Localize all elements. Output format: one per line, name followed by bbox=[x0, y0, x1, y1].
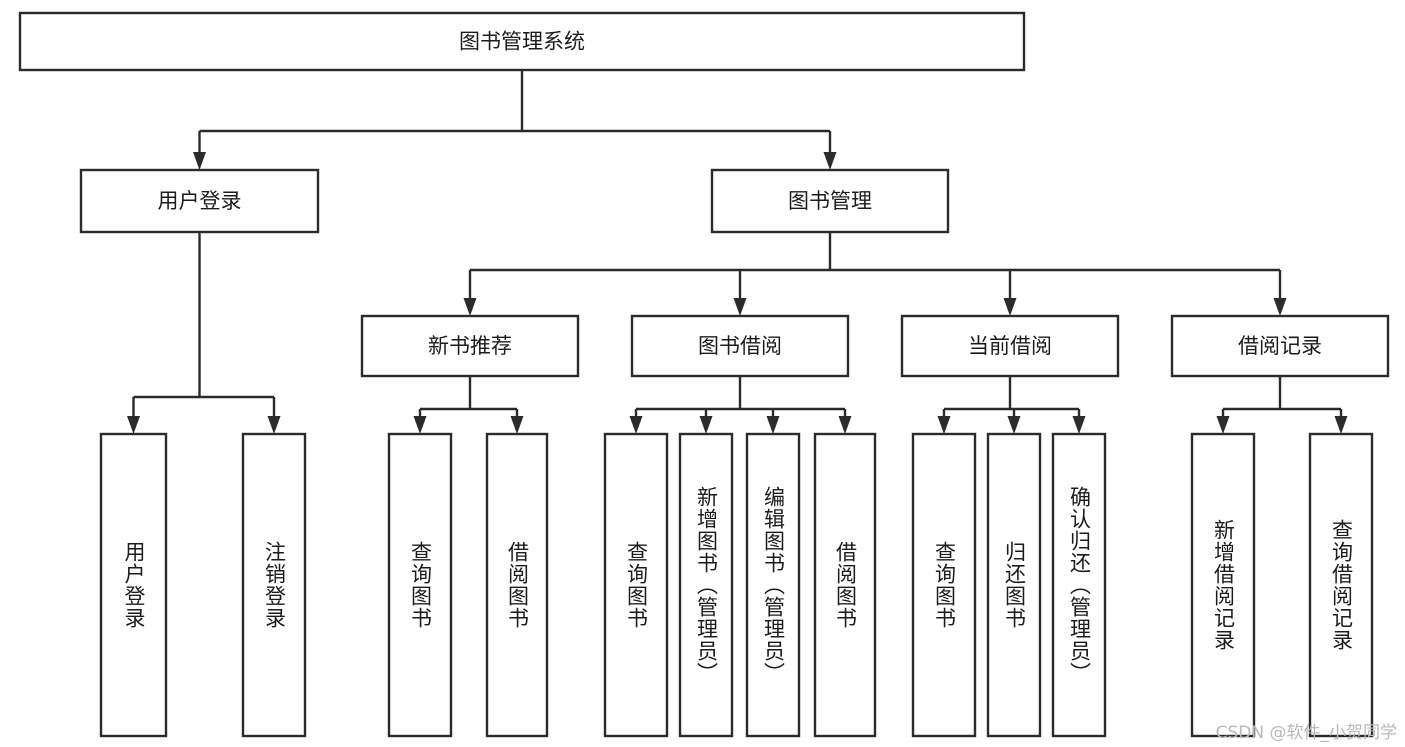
node-label: 图书管理系统 bbox=[459, 30, 585, 54]
node-new-book-rec[interactable]: 新书推荐 bbox=[360, 314, 580, 378]
node-leaf-return-book[interactable] bbox=[986, 432, 1042, 738]
node-book-borrow[interactable]: 图书借阅 bbox=[630, 314, 850, 378]
node-leaf-confirm-return-admin[interactable] bbox=[1051, 432, 1107, 738]
arrow-head-icon bbox=[699, 416, 713, 434]
arrow-head-icon bbox=[1273, 298, 1287, 316]
node-root[interactable]: 图书管理系统 bbox=[18, 11, 1026, 72]
arrow-head-icon bbox=[1216, 416, 1230, 434]
node-leaf-borrow-book-1[interactable] bbox=[485, 432, 549, 738]
node-current-borrow[interactable]: 当前借阅 bbox=[900, 314, 1120, 378]
node-leaf-edit-book-admin[interactable] bbox=[745, 432, 801, 738]
arrow-head-icon bbox=[733, 298, 747, 316]
node-label: 借阅记录 bbox=[1238, 334, 1322, 358]
arrow-head-icon bbox=[510, 416, 524, 434]
arrow-head-icon bbox=[193, 152, 206, 170]
arrow-head-icon bbox=[1072, 416, 1086, 434]
node-label: 图书管理 bbox=[788, 189, 872, 213]
node-leaf-query-book-3[interactable] bbox=[911, 432, 977, 738]
csdn-watermark: CSDN @软件_小贺同学 bbox=[1215, 723, 1397, 743]
node-book-manage[interactable]: 图书管理 bbox=[710, 168, 950, 234]
node-leaf-query-book-2[interactable] bbox=[603, 432, 669, 738]
node-label: 新书推荐 bbox=[428, 334, 512, 358]
node-label: 当前借阅 bbox=[968, 334, 1052, 358]
node-borrow-record[interactable]: 借阅记录 bbox=[1170, 314, 1390, 378]
node-leaf-query-book-1[interactable] bbox=[387, 432, 453, 738]
arrow-head-icon bbox=[463, 298, 477, 316]
arrow-head-icon bbox=[413, 416, 427, 434]
arrow-head-icon bbox=[267, 416, 281, 434]
arrow-head-icon bbox=[823, 152, 837, 170]
node-leaf-add-borrow-record[interactable] bbox=[1190, 432, 1256, 738]
arrow-head-icon bbox=[1007, 416, 1021, 434]
node-label: 用户登录 bbox=[158, 189, 242, 213]
node-leaf-query-borrow-record[interactable] bbox=[1308, 432, 1374, 738]
arrow-head-icon bbox=[766, 416, 780, 434]
node-leaf-borrow-book-2[interactable] bbox=[813, 432, 877, 738]
arrow-head-icon bbox=[629, 416, 643, 434]
arrow-head-icon bbox=[937, 416, 951, 434]
arrow-head-icon bbox=[1334, 416, 1348, 434]
node-label: 图书借阅 bbox=[698, 334, 782, 358]
arrow-head-icon bbox=[838, 416, 852, 434]
node-leaf-user-logout[interactable] bbox=[241, 432, 307, 738]
arrow-head-icon bbox=[127, 416, 140, 434]
arrow-head-icon bbox=[1003, 298, 1017, 316]
node-leaf-add-book-admin[interactable] bbox=[678, 432, 734, 738]
connector-layer bbox=[127, 70, 1348, 434]
node-user-login[interactable]: 用户登录 bbox=[79, 168, 320, 234]
node-leaf-user-login[interactable] bbox=[99, 432, 168, 738]
